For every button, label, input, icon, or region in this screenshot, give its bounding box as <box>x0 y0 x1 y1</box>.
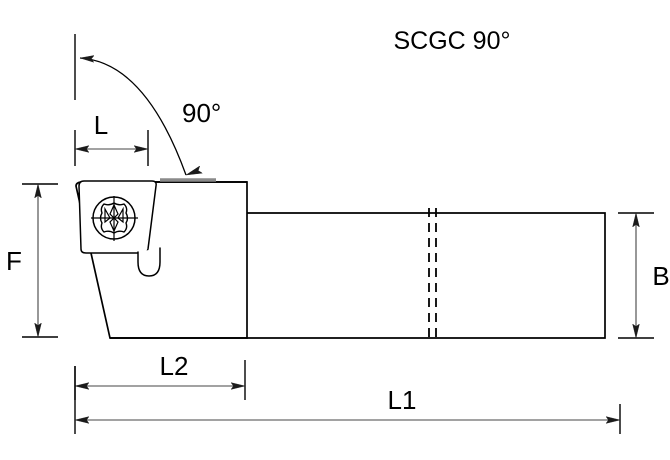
tool-holder-body <box>75 178 606 343</box>
dimension-L1: L1 <box>74 366 621 434</box>
insert-outline <box>78 180 157 254</box>
chip-breaker-notch <box>137 247 161 277</box>
dimension-L2: L2 <box>74 351 246 400</box>
dimension-L1-label: L1 <box>388 385 417 415</box>
shank-outline <box>247 212 606 339</box>
angle-callout-90: 90° <box>74 34 221 176</box>
dimension-L2-label: L2 <box>160 351 189 381</box>
dimension-L-label: L <box>94 110 108 140</box>
angle-arc <box>80 58 186 176</box>
dimension-F-label: F <box>6 246 22 276</box>
dimension-B: B <box>618 212 670 339</box>
dimension-F: F <box>6 183 58 338</box>
dimension-L: L <box>74 110 149 166</box>
angle-label-90: 90° <box>182 98 221 128</box>
dimension-B-label: B <box>652 261 669 291</box>
drawing-title: SCGC 90° <box>394 27 511 55</box>
